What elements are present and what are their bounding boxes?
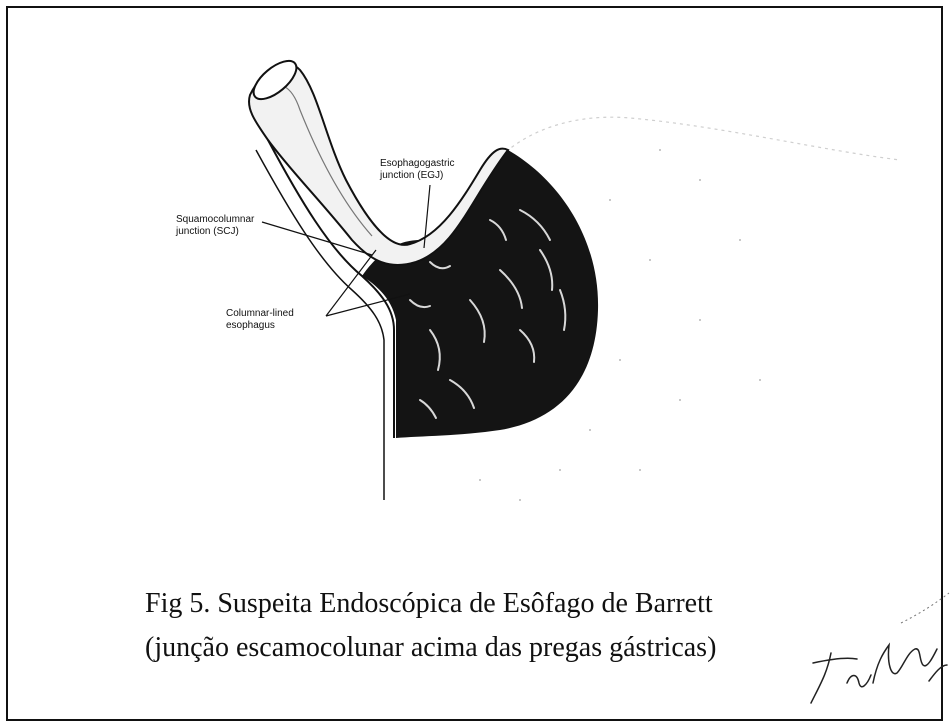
egj-label: Esophagogastric junction (EGJ) [380,158,455,182]
columnar-label: Columnar-lined esophagus [226,308,294,332]
caption-line-1: Fig 5. Suspeita Endoscópica de Esôfago d… [145,588,713,620]
handwritten-signature [751,553,951,713]
scj-label: Squamocolumnar junction (SCJ) [176,214,254,238]
caption-line-2: (junção escamocolunar acima das pregas g… [145,632,716,664]
